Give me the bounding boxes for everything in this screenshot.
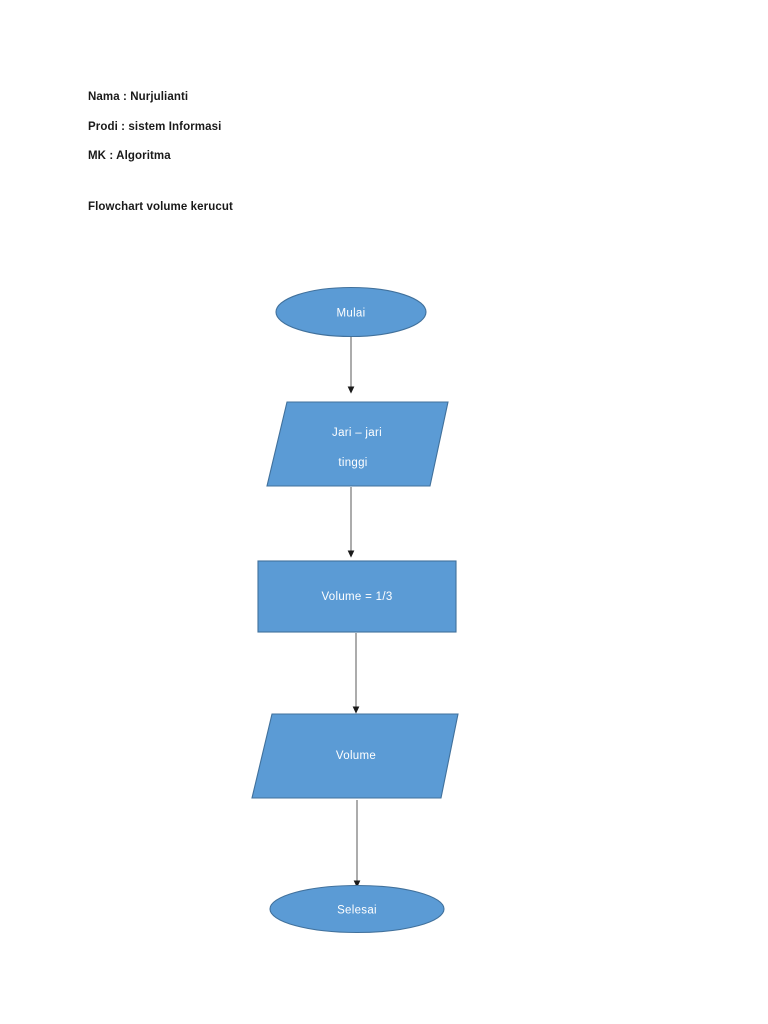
node-end[interactable]: Selesai <box>269 884 445 934</box>
node-process[interactable]: Volume = 1/3 <box>257 560 457 633</box>
node-start[interactable]: Mulai <box>275 286 427 338</box>
process-label: Volume = 1/3 <box>321 591 392 603</box>
output-parallelogram-shape[interactable] <box>251 713 459 799</box>
input-parallelogram-shape[interactable] <box>266 401 449 487</box>
header-line-mk: MK : Algoritma <box>88 150 171 162</box>
process-rectangle-shape[interactable] <box>257 560 457 633</box>
start-label: Mulai <box>337 308 366 320</box>
header-line-prodi: Prodi : sistem Informasi <box>88 120 222 133</box>
start-ellipse-shape[interactable] <box>275 286 427 338</box>
node-output[interactable]: Volume <box>251 713 459 799</box>
output-label: Volume <box>336 750 376 762</box>
document-header: Nama : Nurjulianti Prodi : sistem Inform… <box>88 91 508 213</box>
flowchart-title: Flowchart volume kerucut <box>88 200 233 213</box>
end-label: Selesai <box>337 905 377 917</box>
node-input[interactable]: Jari – jari tinggi <box>266 401 449 487</box>
header-line-nama: Nama : Nurjulianti <box>88 91 189 103</box>
connector-group <box>347 337 361 888</box>
input-label-line-1: Jari – jari <box>332 427 382 439</box>
input-label-line-2: tinggi <box>338 457 367 469</box>
end-ellipse-shape[interactable] <box>269 884 445 934</box>
